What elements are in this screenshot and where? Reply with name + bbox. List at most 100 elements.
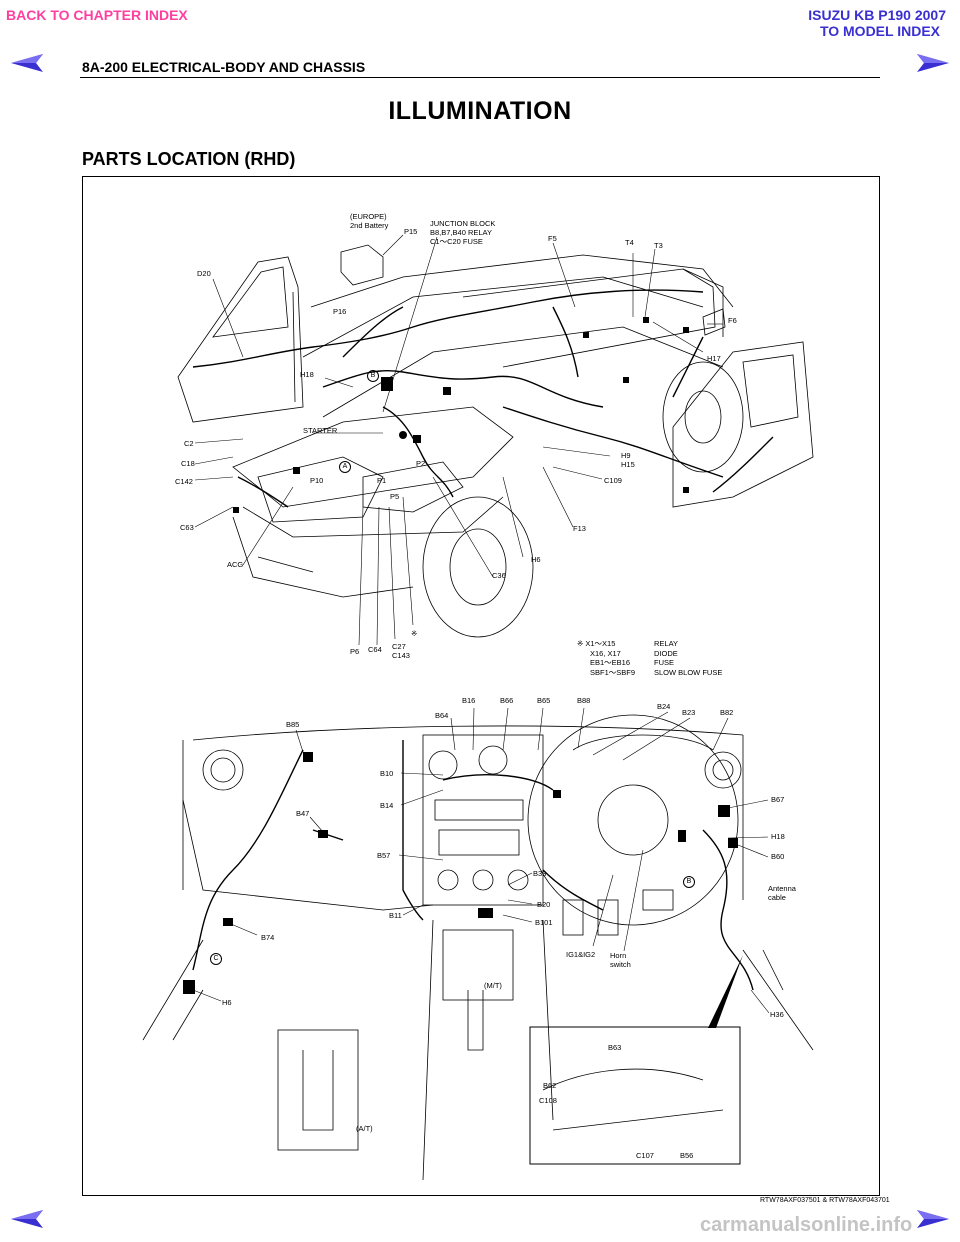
label-starter: STARTER (303, 426, 338, 435)
label-mt: (M/T) (484, 981, 502, 990)
legend: ※ X1〜X15 RELAY X16, X17 DIODE EB1〜EB16 FUSE… (577, 639, 722, 677)
document-id: RTW78AXF037501 & RTW78AXF043701 (760, 1197, 890, 1204)
label-b82: B82 (720, 708, 734, 717)
label-c109: C109 (604, 476, 622, 485)
label-b62: B62 (543, 1081, 557, 1090)
label-b24: B24 (657, 702, 671, 711)
label-h18-top: H18 (300, 370, 314, 379)
label-b67: B67 (771, 795, 785, 804)
label-c108: C108 (539, 1096, 557, 1105)
legend-row: X16, X17 DIODE (577, 649, 722, 659)
label-junction-block: JUNCTION BLOCK (430, 219, 496, 228)
label-b60: B60 (771, 852, 785, 861)
label-c36: C36 (492, 571, 506, 580)
label-ig1-ig2: IG1&IG2 (566, 950, 596, 959)
legend-range: ※ X1〜X15 (577, 639, 616, 648)
prev-page-arrow-icon[interactable] (10, 52, 44, 74)
instrument-panel-diagram (142, 707, 814, 1181)
next-page-arrow-icon[interactable] (916, 52, 950, 74)
label-antenna: Antenna (768, 884, 796, 893)
label-p16: P16 (333, 307, 347, 316)
label-c143: C143 (392, 651, 410, 660)
label-p1: P1 (377, 476, 387, 485)
label-b66: B66 (500, 696, 514, 705)
label-p5: P5 (390, 492, 400, 501)
label-b16: B16 (462, 696, 476, 705)
label-horn-switch: switch (610, 960, 631, 969)
label-b65: B65 (537, 696, 551, 705)
label-h6-bottom: H6 (222, 998, 232, 1007)
model-links: ISUZU KB P190 2007 TO MODEL INDEX (808, 7, 946, 39)
legend-row: ※ X1〜X15 RELAY (577, 639, 722, 649)
legend-row: SBF1〜SBF9 SLOW BLOW FUSE (577, 668, 722, 678)
label-p15: P15 (404, 227, 418, 236)
label-p6: P6 (350, 647, 360, 656)
label-b56: B56 (680, 1151, 694, 1160)
label-h17: H17 (707, 354, 721, 363)
watermark: carmanualsonline.info (700, 1214, 913, 1236)
next-page-arrow-icon[interactable] (916, 1208, 950, 1230)
legend-desc: SLOW BLOW FUSE (654, 667, 723, 677)
label-b88: B88 (577, 696, 591, 705)
legend-row: EB1〜EB16 FUSE (577, 658, 722, 668)
legend-desc: FUSE (654, 658, 675, 667)
label-b85: B85 (286, 720, 300, 729)
label-europe: (EUROPE) (350, 212, 387, 221)
vehicle-parts-diagram (177, 234, 814, 646)
label-relays: B8,B7,B40 RELAY (430, 228, 492, 237)
label-c2: C2 (184, 439, 194, 448)
label-d20: D20 (197, 269, 211, 278)
marker-b-bottom: B (683, 876, 695, 888)
diagram-frame (82, 176, 880, 1196)
label-b63: B63 (608, 1043, 622, 1052)
label-c63: C63 (180, 523, 194, 532)
marker-b-top: B (367, 370, 379, 382)
label-b20: B20 (537, 900, 551, 909)
header-rule (80, 77, 880, 78)
back-to-chapter-index-link[interactable]: BACK TO CHAPTER INDEX (6, 7, 188, 23)
marker-a: A (339, 461, 351, 473)
prev-page-arrow-icon[interactable] (10, 1208, 44, 1230)
label-b74: B74 (261, 933, 275, 942)
to-model-index-link[interactable]: TO MODEL INDEX (819, 23, 940, 39)
label-f5: F5 (548, 234, 557, 243)
label-c64: C64 (368, 645, 382, 654)
label-h36: H36 (770, 1010, 784, 1019)
label-horn: Horn (610, 951, 627, 960)
label-c107: C107 (636, 1151, 654, 1160)
marker-c: C (210, 953, 222, 965)
legend-desc: RELAY (654, 639, 679, 648)
label-fuses: C1〜C20 FUSE (430, 237, 483, 246)
label-second-battery: 2nd Battery (350, 221, 389, 230)
label-b10: B10 (380, 769, 394, 778)
label-h15: H15 (621, 460, 635, 469)
model-title-link[interactable]: ISUZU KB P190 2007 (808, 7, 946, 23)
label-b33: B33 (533, 869, 547, 878)
label-b57: B57 (377, 851, 391, 860)
label-antenna-cable: cable (768, 893, 786, 902)
label-b47: B47 (296, 809, 310, 818)
label-t3: T3 (654, 241, 663, 250)
label-h9: H9 (621, 451, 631, 460)
legend-desc: DIODE (654, 648, 678, 658)
label-b11: B11 (389, 911, 402, 920)
label-h18-bottom: H18 (771, 832, 785, 841)
label-h6-top: H6 (531, 555, 541, 564)
label-acg: ACG (227, 560, 244, 569)
legend-range: SBF1〜SBF9 (590, 667, 636, 677)
label-b14: B14 (380, 801, 394, 810)
label-b23: B23 (682, 708, 696, 717)
label-b64: B64 (435, 711, 449, 720)
label-f6: F6 (728, 316, 737, 325)
label-p10: P10 (310, 476, 324, 485)
label-t4: T4 (625, 238, 634, 247)
legend-range: EB1〜EB16 (590, 658, 631, 667)
label-b101: B101 (535, 918, 553, 927)
label-f13: F13 (573, 524, 586, 533)
label-ref-mark: ※ (411, 629, 418, 638)
page-title: ILLUMINATION (388, 97, 572, 125)
label-c142: C142 (175, 477, 193, 486)
legend-range: X16, X17 (590, 648, 621, 658)
page-subtitle: PARTS LOCATION (RHD) (82, 149, 296, 169)
label-p2: P2 (416, 459, 426, 468)
